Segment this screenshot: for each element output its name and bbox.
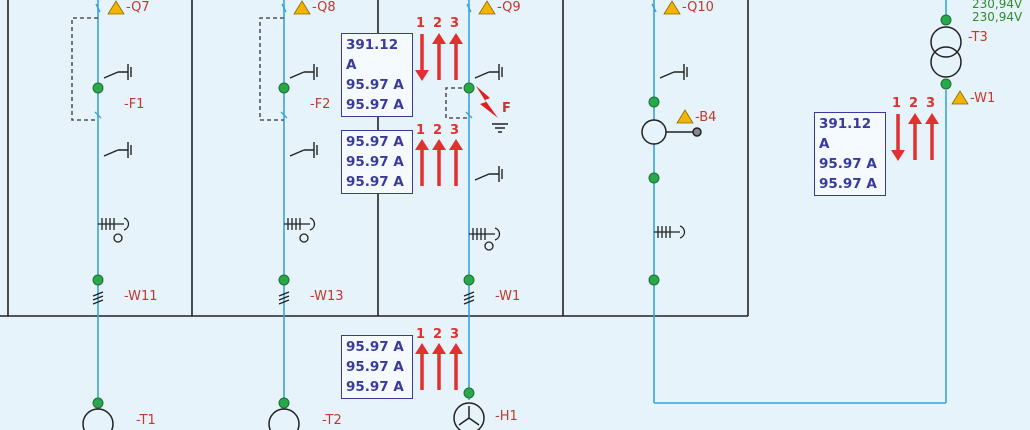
meter-value: 95.97 A <box>346 134 404 150</box>
label-f2: -F2 <box>310 97 330 112</box>
label-q7: -Q7 <box>126 0 150 15</box>
current-transformer-symbols <box>98 217 686 251</box>
meter-value: 95.97 A <box>346 379 404 395</box>
phase-label: 3 <box>450 327 460 342</box>
warning-icon <box>107 0 969 124</box>
label-q10: -Q10 <box>682 0 714 15</box>
breaker-symbols <box>94 3 657 119</box>
transformer-t3-symbol <box>930 26 962 78</box>
feeder-wires <box>71 0 947 404</box>
earthing-switches <box>103 64 688 182</box>
meter-value: 391.12 A <box>346 37 399 73</box>
phase-label: 1 <box>416 123 426 138</box>
meter-box-w1-mid[interactable]: 95.97 A 95.97 A 95.97 A <box>341 130 413 194</box>
phase-label: 1 <box>892 96 902 111</box>
meter-value: 95.97 A <box>346 174 404 190</box>
phase-label: 2 <box>433 327 443 342</box>
transformer-t1-symbol <box>82 408 114 430</box>
connection-nodes <box>92 14 952 409</box>
phase-label: 3 <box>450 123 460 138</box>
meter-value: 95.97 A <box>346 97 404 113</box>
phase-label: 3 <box>450 16 460 31</box>
label-fault-f: F <box>502 101 511 116</box>
label-q9: -Q9 <box>497 0 521 15</box>
meter-box-h1[interactable]: 95.97 A 95.97 A 95.97 A <box>341 335 413 399</box>
phase-arrows-w1-right <box>891 113 939 161</box>
label-w13: -W13 <box>310 289 344 304</box>
label-h1: -H1 <box>495 409 518 424</box>
phase-arrows-q9 <box>415 33 463 81</box>
label-t2: -T2 <box>322 413 342 428</box>
phase-label: 2 <box>909 96 919 111</box>
meter-value: 95.97 A <box>346 154 404 170</box>
label-w1-mid: -W1 <box>495 289 520 304</box>
meter-value: 95.97 A <box>819 156 877 172</box>
meter-box-w1-right[interactable]: 391.12 A 95.97 A 95.97 A <box>814 112 886 196</box>
meter-value: 95.97 A <box>346 339 404 355</box>
meter-box-q9[interactable]: 391.12 A 95.97 A 95.97 A <box>341 33 413 117</box>
label-f1: -F1 <box>124 97 144 112</box>
label-q8: -Q8 <box>312 0 336 15</box>
voltage-readout-bottom: 230,94V <box>972 10 1023 24</box>
transformer-t2-symbol <box>268 408 300 430</box>
label-w11: -W11 <box>124 289 158 304</box>
measuring-device-b4-symbol <box>641 119 702 145</box>
meter-value: 95.97 A <box>819 176 877 192</box>
phase-arrows-w1-mid <box>415 139 463 186</box>
cable-markers <box>92 291 475 305</box>
phase-arrows-h1 <box>415 343 463 390</box>
label-t1: -T1 <box>136 413 156 428</box>
phase-label: 1 <box>416 16 426 31</box>
phase-label: 2 <box>433 123 443 138</box>
meter-value: 95.97 A <box>346 77 404 93</box>
phase-label: 1 <box>416 327 426 342</box>
phase-label: 2 <box>433 16 443 31</box>
label-w1-right: -W1 <box>970 91 995 106</box>
meter-value: 391.12 A <box>819 116 872 152</box>
load-h1-symbol <box>453 402 485 430</box>
label-t3: -T3 <box>968 30 988 45</box>
label-b4: -B4 <box>695 110 716 125</box>
meter-value: 95.97 A <box>346 359 404 375</box>
phase-label: 3 <box>926 96 936 111</box>
voltage-readout-top: 230,94V <box>972 0 1023 11</box>
fault-lightning-icon <box>476 86 508 133</box>
